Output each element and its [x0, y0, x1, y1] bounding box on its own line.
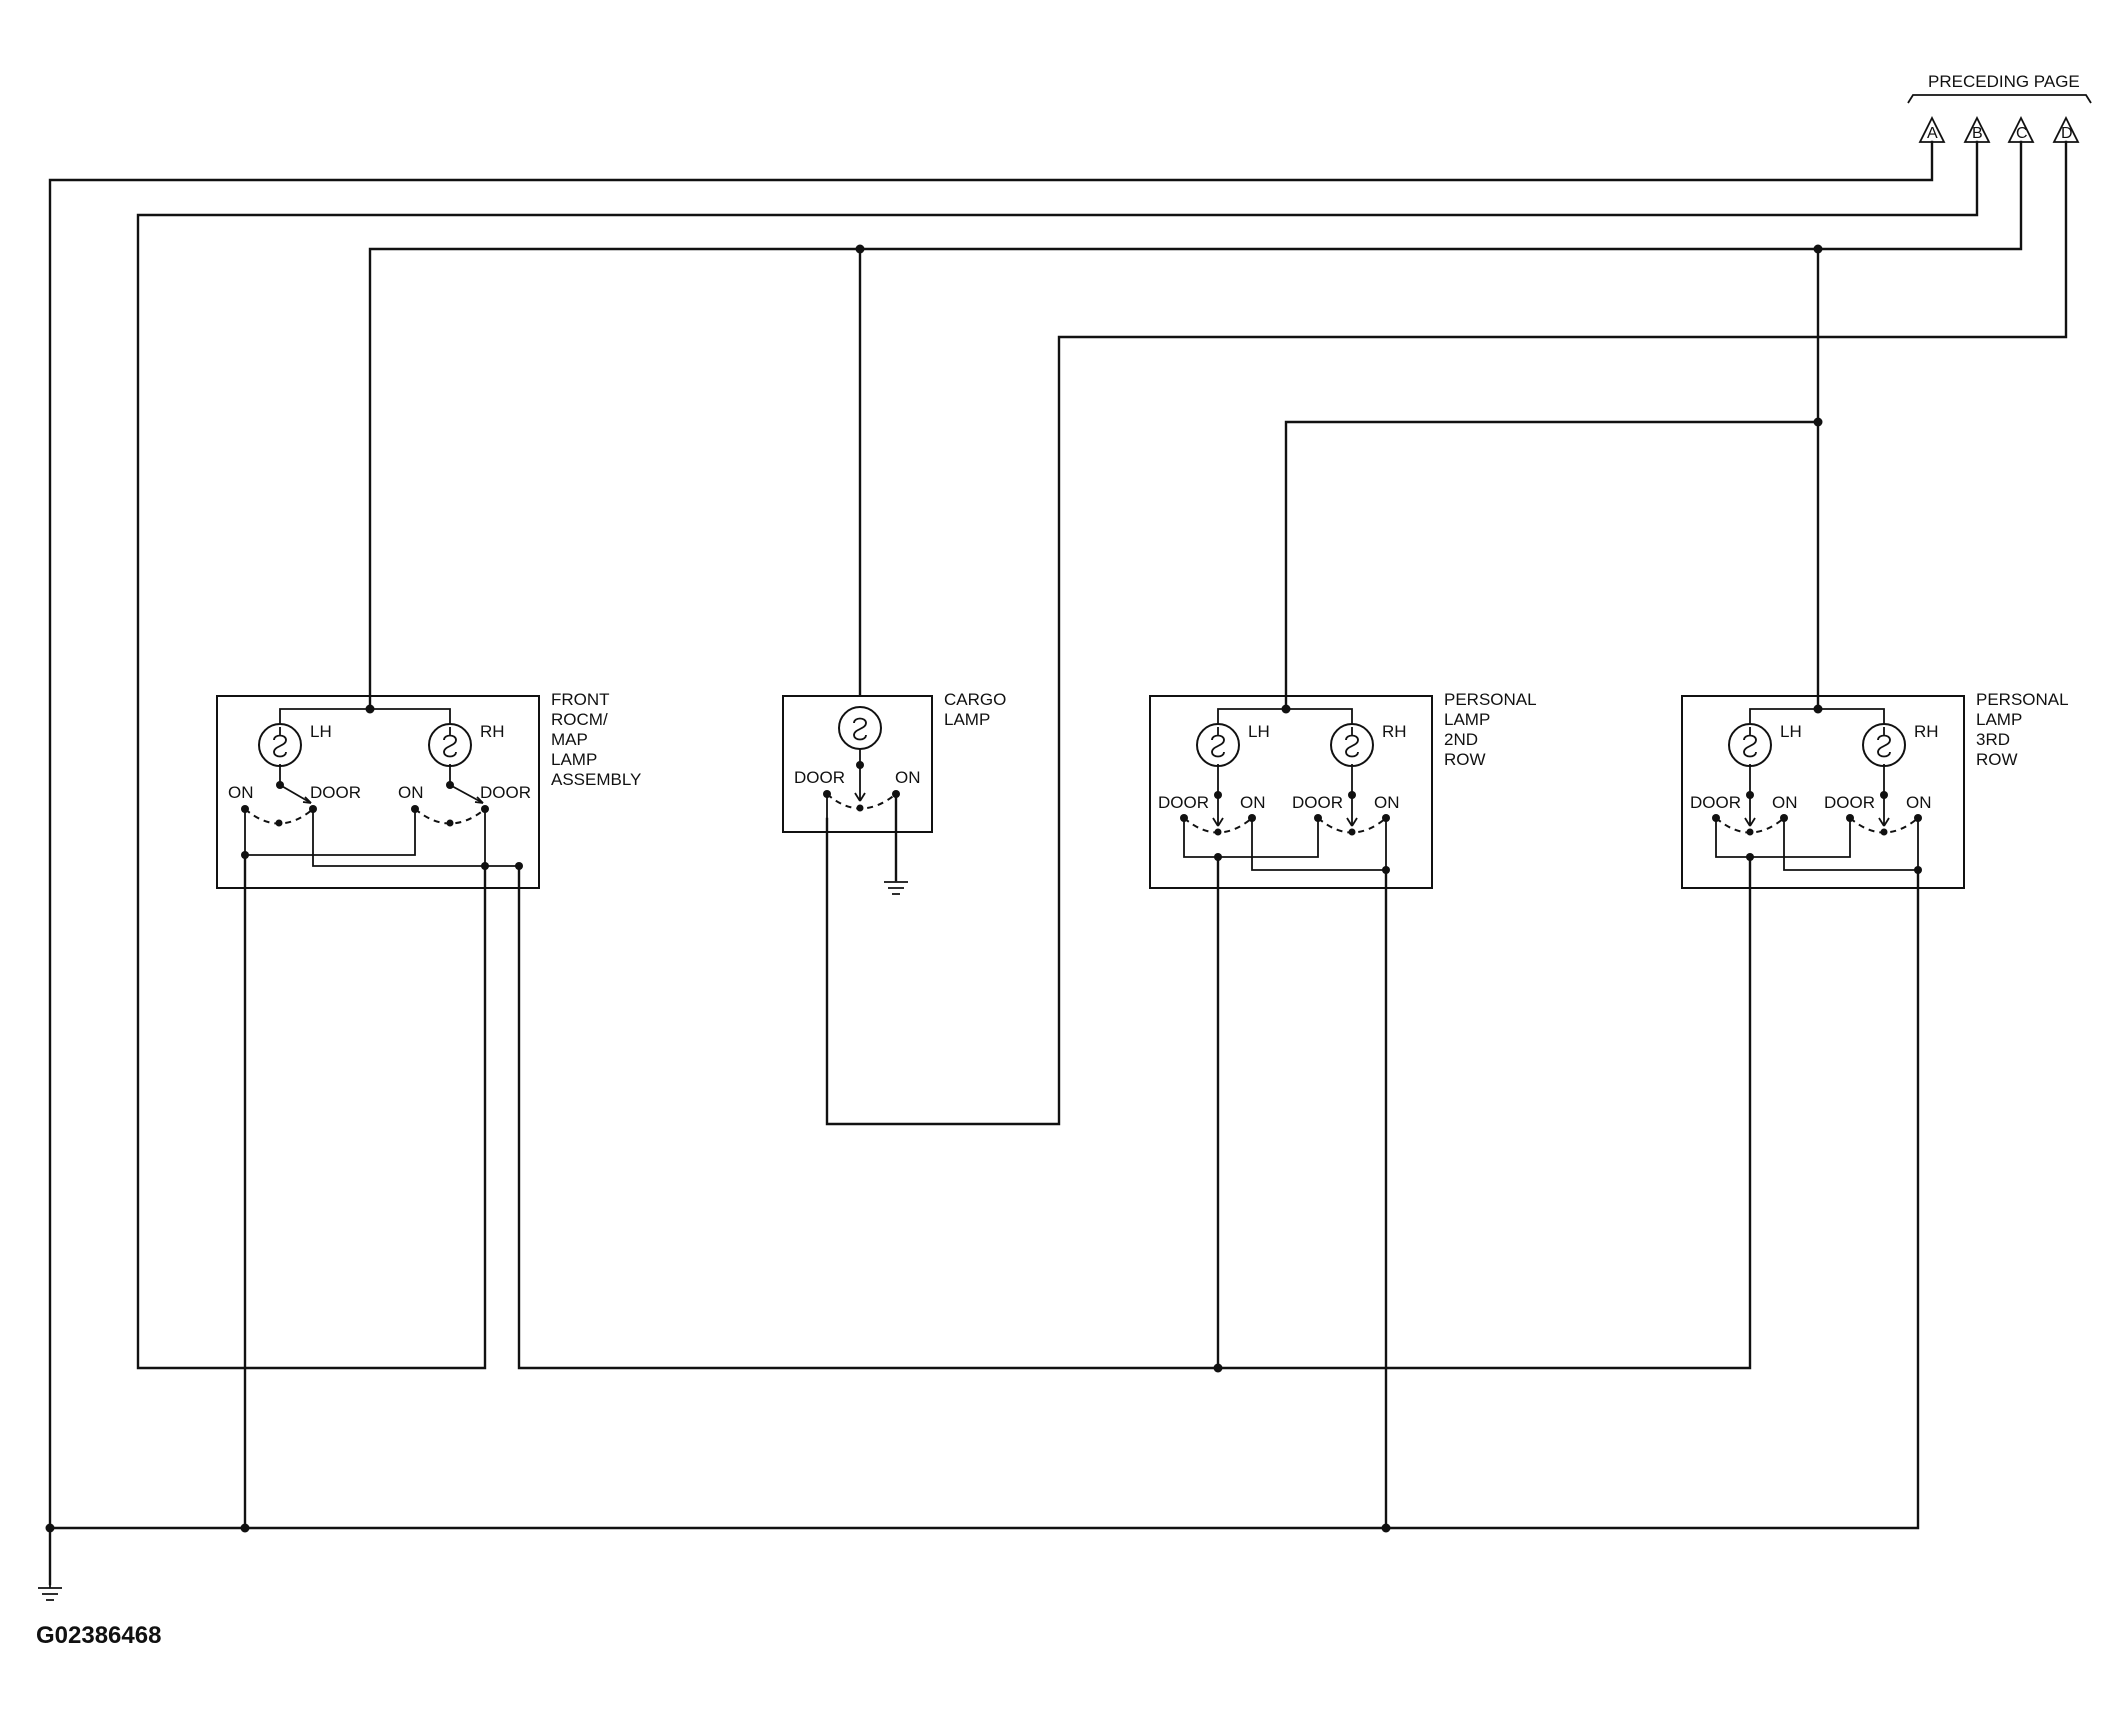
front-lamp-name: FRONT ROCM/ MAP LAMP ASSEMBLY — [551, 690, 641, 789]
connector-a[interactable]: A — [1918, 115, 1946, 143]
junction-ground-front — [240, 1523, 250, 1533]
junction-ground-a — [45, 1523, 55, 1533]
row3-lh-on-label: ON — [1772, 793, 1798, 812]
wires — [48, 140, 2068, 1586]
preceding-page-label: PRECEDING PAGE — [1928, 72, 2080, 91]
front-lamp-assembly[interactable]: FRONT ROCM/ MAP LAMP ASSEMBLY LH ON DOOR… — [216, 690, 641, 889]
junction-door-row2 — [1213, 1363, 1223, 1373]
row3-rh-door-label: DOOR — [1824, 793, 1875, 812]
personal-lamp-3rd-row[interactable]: PERSONAL LAMP 3RD ROW LH DOOR ON RH DOOR… — [1681, 690, 2073, 889]
row3-lh-label: LH — [1780, 722, 1802, 741]
cargo-on-label: ON — [895, 768, 921, 787]
junction-c-rows — [1813, 244, 1823, 254]
wire-c-row2 — [1284, 420, 1820, 711]
ground-icon — [38, 1584, 62, 1601]
row2-lamp-name: PERSONAL LAMP 2ND ROW — [1444, 690, 1541, 769]
row3-rh-label: RH — [1914, 722, 1939, 741]
wire-d — [825, 140, 2068, 1126]
wire-c — [368, 140, 2023, 711]
ground-bus — [48, 868, 1920, 1530]
cargo-ground-icon — [884, 881, 908, 895]
door-bus — [517, 855, 1752, 1370]
row3-rh-on-label: ON — [1906, 793, 1932, 812]
connector-c-label: C — [2016, 125, 2028, 142]
row2-lh-on-label: ON — [1240, 793, 1266, 812]
preceding-page-connectors: PRECEDING PAGE A B C D — [1907, 72, 2092, 143]
cargo-door-label: DOOR — [794, 768, 845, 787]
connector-d[interactable]: D — [2052, 115, 2080, 143]
front-rh-label: RH — [480, 722, 505, 741]
connector-a-label: A — [1927, 125, 1938, 142]
front-lamp-box — [216, 695, 540, 889]
front-lh-door-label: DOOR — [310, 783, 361, 802]
figure-code: G02386468 — [36, 1622, 161, 1649]
junctions — [45, 244, 1823, 1533]
row3-lamp-box — [1681, 695, 1965, 889]
connector-b-label: B — [1972, 125, 1983, 142]
cargo-lamp[interactable]: CARGO LAMP DOOR ON — [782, 690, 1011, 895]
connector-c[interactable]: C — [2007, 115, 2035, 143]
row2-lh-door-label: DOOR — [1158, 793, 1209, 812]
front-rh-door-label: DOOR — [480, 783, 531, 802]
junction-ground-row2 — [1381, 1523, 1391, 1533]
junction-c-row2 — [1813, 417, 1823, 427]
row2-lh-label: LH — [1248, 722, 1270, 741]
row2-lamp-box — [1149, 695, 1433, 889]
personal-lamp-2nd-row[interactable]: PERSONAL LAMP 2ND ROW LH DOOR ON RH DOOR… — [1149, 690, 1541, 889]
connector-b[interactable]: B — [1963, 115, 1991, 143]
junction-c-cargo — [855, 244, 865, 254]
row3-lh-door-label: DOOR — [1690, 793, 1741, 812]
front-rh-on-label: ON — [398, 783, 424, 802]
wire-b — [136, 140, 1979, 1370]
row2-rh-on-label: ON — [1374, 793, 1400, 812]
cargo-lamp-box — [782, 695, 933, 833]
connector-d-label: D — [2061, 125, 2073, 142]
cargo-lamp-name: CARGO LAMP — [944, 690, 1011, 729]
row2-rh-label: RH — [1382, 722, 1407, 741]
front-lh-label: LH — [310, 722, 332, 741]
row2-rh-door-label: DOOR — [1292, 793, 1343, 812]
preceding-page-bracket — [1907, 94, 2092, 104]
wire-a — [48, 140, 1934, 1586]
front-lh-on-label: ON — [228, 783, 254, 802]
row3-lamp-name: PERSONAL LAMP 3RD ROW — [1976, 690, 2073, 769]
